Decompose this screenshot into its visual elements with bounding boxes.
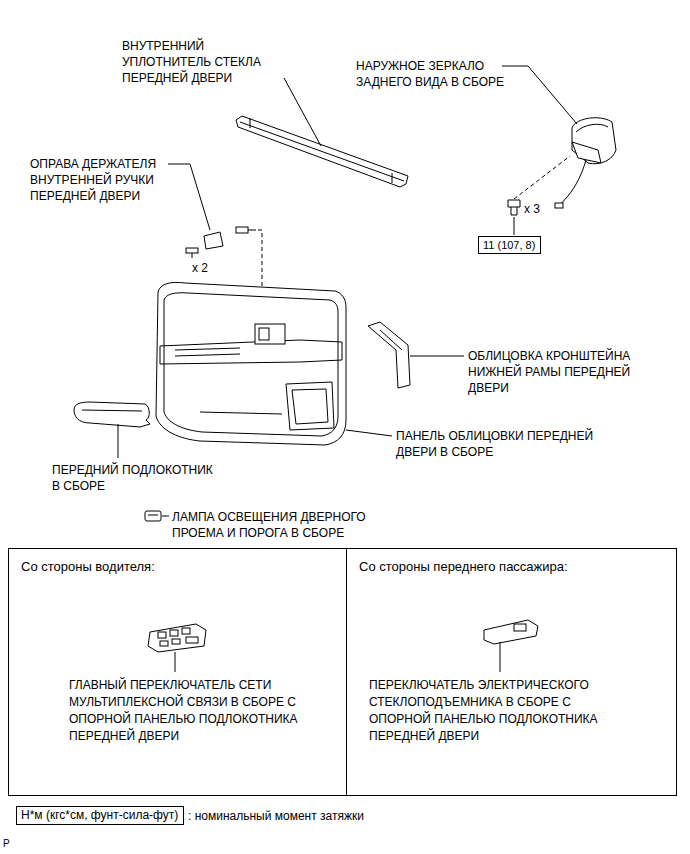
- quantity-label: x 2: [192, 260, 222, 276]
- part-label: ВНУТРЕННИЙ УПЛОТНИТЕЛЬ СТЕКЛА ПЕРЕДНЕЙ Д…: [122, 38, 292, 86]
- part-label: ПЕРЕКЛЮЧАТЕЛЬ ЭЛЕКТРИЧЕСКОГО СТЕКЛОПОДЪЕ…: [369, 677, 614, 745]
- label-holder: ПАНЕЛЬ ОБЛИЦОВКИ ПЕРЕДНЕЙ ДВЕРИ В СБОРЕ: [396, 428, 628, 460]
- variant-panel: Со стороны водителя: ГЛАВНЫЙ ПЕРЕКЛЮЧАТЕЛ…: [8, 548, 347, 796]
- mirror-drawing: [502, 66, 616, 208]
- lamp-drawing: [145, 511, 169, 521]
- label-holder: ЛАМПА ОСВЕЩЕНИЯ ДВЕРНОГО ПРОЕМА И ПОРОГА…: [172, 509, 407, 541]
- part-label: ОПРАВА ДЕРЖАТЕЛЯ ВНУТРЕННЕЙ РУЧКИ ПЕРЕДН…: [30, 156, 190, 204]
- torque-value: 11 (107, 8): [483, 238, 536, 252]
- variant-panel: Со стороны переднего пассажира: ПЕРЕКЛЮЧА…: [346, 548, 677, 796]
- label-holder: ВНУТРЕННИЙ УПЛОТНИТЕЛЬ СТЕКЛА ПЕРЕДНЕЙ Д…: [122, 38, 292, 86]
- door-panel-drawing: [156, 282, 392, 445]
- passenger-switch-drawing: [484, 620, 538, 672]
- label-holder: ОБЛИЦОВКА КРОНШТЕЙНА НИЖНЕЙ РАМЫ ПЕРЕДНЕ…: [468, 348, 668, 396]
- part-label: ГЛАВНЫЙ ПЕРЕКЛЮЧАТЕЛЬ СЕТИ МУЛЬТИПЛЕКСНО…: [69, 677, 311, 745]
- unit-legend: Н*м (кгс*см, фунт-сила-фут): [21, 808, 179, 823]
- label-holder: : номинальный момент затяжки: [188, 808, 448, 824]
- quantity-label: x 3: [524, 201, 554, 217]
- label-holder: P: [3, 836, 23, 852]
- legend-note: : номинальный момент затяжки: [188, 808, 448, 824]
- screw-drawing: [186, 248, 198, 258]
- page-mark: P: [3, 836, 23, 852]
- panel-heading: Со стороны водителя:: [21, 559, 331, 575]
- label-holder: НАРУЖНОЕ ЗЕРКАЛО ЗАДНЕГО ВИДА В СБОРЕ: [356, 58, 506, 90]
- panel-heading: Со стороны переднего пассажира:: [359, 559, 659, 575]
- master-switch-drawing: [148, 624, 206, 672]
- bolt-drawing: [508, 156, 570, 235]
- label-holder: x 2: [192, 260, 222, 276]
- part-label: ЛАМПА ОСВЕЩЕНИЯ ДВЕРНОГО ПРОЕМА И ПОРОГА…: [172, 509, 407, 541]
- bracket-garnish-drawing: [368, 322, 464, 388]
- label-holder: x 3: [524, 201, 554, 217]
- part-label: ПЕРЕДНИЙ ПОДЛОКОТНИК В СБОРЕ: [52, 462, 224, 494]
- legend-box: Н*м (кгс*см, фунт-сила-фут): [16, 806, 184, 825]
- part-label: ПАНЕЛЬ ОБЛИЦОВКИ ПЕРЕДНЕЙ ДВЕРИ В СБОРЕ: [396, 428, 628, 460]
- label-holder: ПЕРЕДНИЙ ПОДЛОКОТНИК В СБОРЕ: [52, 462, 224, 494]
- weatherstrip-drawing: [236, 78, 408, 187]
- part-label: ОБЛИЦОВКА КРОНШТЕЙНА НИЖНЕЙ РАМЫ ПЕРЕДНЕ…: [468, 348, 668, 396]
- label-holder: ОПРАВА ДЕРЖАТЕЛЯ ВНУТРЕННЕЙ РУЧКИ ПЕРЕДН…: [30, 156, 190, 204]
- part-label: НАРУЖНОЕ ЗЕРКАЛО ЗАДНЕГО ВИДА В СБОРЕ: [356, 58, 506, 90]
- armrest-drawing: [74, 402, 150, 458]
- torque-box: 11 (107, 8): [478, 236, 541, 254]
